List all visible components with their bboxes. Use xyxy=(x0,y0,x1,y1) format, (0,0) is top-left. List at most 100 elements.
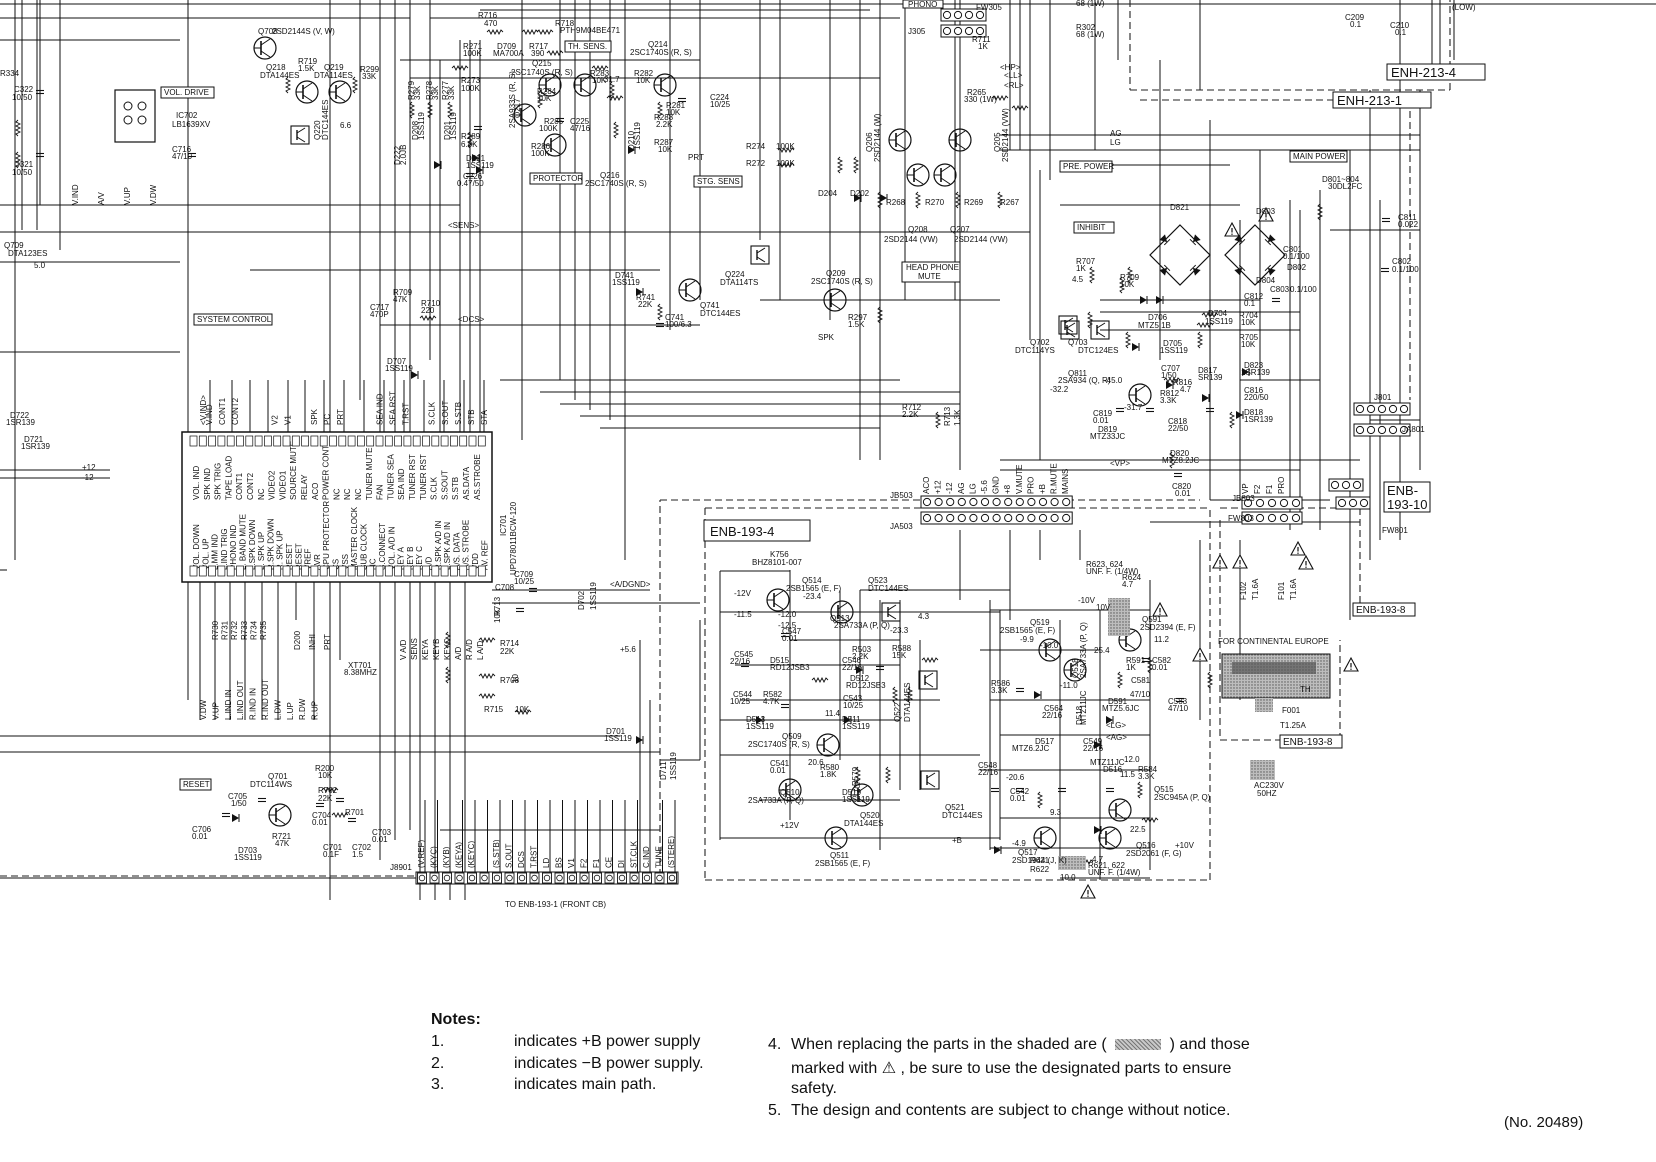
component-f101-v: T1.6A xyxy=(1289,578,1298,600)
component-r716-v: 470 xyxy=(484,19,498,28)
component-d721-t: 1SR139 xyxy=(21,442,50,451)
component-q516: Q516 xyxy=(1136,841,1156,850)
capacitor-17 xyxy=(315,802,325,808)
resistor-v-15 xyxy=(915,191,921,209)
component-r711-v: 1K xyxy=(978,42,988,51)
svg-text:VOL. DRIVE: VOL. DRIVE xyxy=(164,88,209,97)
component-d519-t: 1SS119 xyxy=(842,795,870,804)
mid-resistor: INHI xyxy=(308,634,317,650)
component-q701: Q701 xyxy=(268,772,288,781)
capacitor-30 xyxy=(1105,787,1115,793)
ic701-pin-label: TUNER MUTE xyxy=(365,448,374,500)
ic701-top-signal: V.IND xyxy=(205,404,214,425)
component-r282-v: 10K xyxy=(636,76,651,85)
component-r286-v: 100K xyxy=(531,149,550,158)
block-labels: VOL. DRIVE TH. SENS. PROTECTOR STG. SENS… xyxy=(160,0,1348,791)
net-v-11-2: 11.2 xyxy=(1154,635,1170,644)
ic701-top-signal: PRT xyxy=(336,409,345,425)
module-enb-193-8-top: ENB-193-8 xyxy=(1356,605,1406,616)
resistor-v-25 xyxy=(1229,411,1235,429)
net-v-12p: 12.0 xyxy=(1124,755,1140,764)
component-c547-v: 0.01 xyxy=(782,634,798,643)
component-r705-v: 10K xyxy=(1241,340,1256,349)
component-r274-v: 100K xyxy=(776,142,795,151)
warning-triangle-icon xyxy=(1343,657,1359,672)
component-d201: D201 xyxy=(443,120,452,140)
ic701-pin-label: FAN xyxy=(376,484,385,500)
svg-text:UPD78011BCW-120: UPD78011BCW-120 xyxy=(509,501,518,575)
capacitor-8 xyxy=(1381,217,1391,223)
component-c564: C564 xyxy=(1044,704,1064,713)
svg-text:IC701: IC701 xyxy=(499,514,508,536)
component-d512-t: RD12JSB3 xyxy=(846,681,886,690)
resistor-h-2 xyxy=(536,29,554,35)
resistor-h-14 xyxy=(419,315,437,321)
connector-j305 xyxy=(940,8,987,22)
net-plus-12: +12 xyxy=(82,463,96,472)
warning-triangle-icon xyxy=(1232,554,1248,569)
jb503-pin-label: PRO xyxy=(1026,477,1035,494)
component-r711: R711 xyxy=(972,35,991,44)
resistor-v-16 xyxy=(955,191,961,209)
module-enb-193-4: ENB-193-4 xyxy=(710,524,774,539)
component-c701: C701 xyxy=(323,843,343,852)
ic701-pin-label: S.STB xyxy=(451,477,460,500)
net-v-32-2: -32.2 xyxy=(1050,385,1069,394)
resistor-v-35 xyxy=(885,766,891,784)
components xyxy=(15,29,1391,865)
jb503-pin-label: GND xyxy=(992,476,1001,494)
component-c546-v: 22/16 xyxy=(842,663,863,672)
component-r582-v: 4.7K xyxy=(763,697,780,706)
ic701-pin-label: VOL. DOWN xyxy=(192,524,201,570)
component-d512: D512 xyxy=(850,674,870,683)
component-d802: D802 xyxy=(1287,263,1307,272)
component-c564-v: 22/16 xyxy=(1042,711,1063,720)
component-c549-v: 22/16 xyxy=(1083,744,1104,753)
component-f102-v: T1.6A xyxy=(1251,578,1260,600)
net-ag: AG xyxy=(1110,129,1122,138)
component-ja801: JA801 xyxy=(1402,425,1425,434)
ic701-pin-label: A/S. STROBE xyxy=(462,520,471,570)
ic701-pin-label: A/S. DATA xyxy=(452,532,461,570)
component-r709b: R709 xyxy=(393,288,413,297)
component-c819: C819 xyxy=(1093,409,1113,418)
net-v-9-9: -9.9 xyxy=(1020,635,1034,644)
q207-transistor xyxy=(933,163,957,187)
net-plus-5-6: +5.6 xyxy=(620,645,636,654)
note-1-number: 1. xyxy=(431,1033,445,1050)
component-r279: R279 xyxy=(407,80,416,100)
net-v-ind: <V.IND> xyxy=(199,395,208,425)
component-r287: R287 xyxy=(654,138,674,147)
component-r624: R624 xyxy=(1122,573,1142,582)
mid-pin-signal: SENS xyxy=(410,638,419,660)
note-2-text: indicates −B power supply. xyxy=(514,1055,704,1072)
component-q517-t: 2SD1944 (J, K) xyxy=(1012,856,1067,865)
component-r719-v: 1.5K xyxy=(298,64,315,73)
jb503-pin-label: -12 xyxy=(945,482,954,494)
component-r503-v: 2.2K xyxy=(852,652,869,661)
component-c812-v: 0.1 xyxy=(1244,299,1256,308)
connector-jb803 xyxy=(1241,496,1303,510)
component-d516: D516 xyxy=(1103,765,1123,774)
component-d803: D803 xyxy=(1256,207,1276,216)
mid-resistor: D200 xyxy=(293,630,302,650)
component-r580-v: 1.8K xyxy=(820,770,837,779)
component-r579-v: 10K xyxy=(853,778,862,793)
component-c209: C209 xyxy=(1345,13,1365,22)
component-d208-t: 1SS119 xyxy=(417,112,426,140)
component-d741: D741 xyxy=(615,271,635,280)
component-d820-t: MTZ8.2JC xyxy=(1162,456,1200,465)
component-c706-v: 0.01 xyxy=(192,832,208,841)
net-v-11-5: -11.5 xyxy=(734,610,752,619)
left-pin-resistor: R730 xyxy=(211,620,220,640)
ic701-pin-label: S.SOUT xyxy=(440,470,449,500)
q516-transistor xyxy=(1098,826,1122,850)
svg-text:IC702: IC702 xyxy=(176,111,198,120)
component-c542: C542 xyxy=(1010,787,1030,796)
mid-pin-signal: L A/D xyxy=(476,641,485,660)
component-r279-v: 33K xyxy=(413,85,422,100)
component-r586-v: 3.3K xyxy=(991,686,1008,695)
component-low: (LOW) xyxy=(1452,3,1476,12)
component-r267: R267 xyxy=(1000,198,1020,207)
component-c801-v: 0.1/100 xyxy=(1283,252,1310,261)
